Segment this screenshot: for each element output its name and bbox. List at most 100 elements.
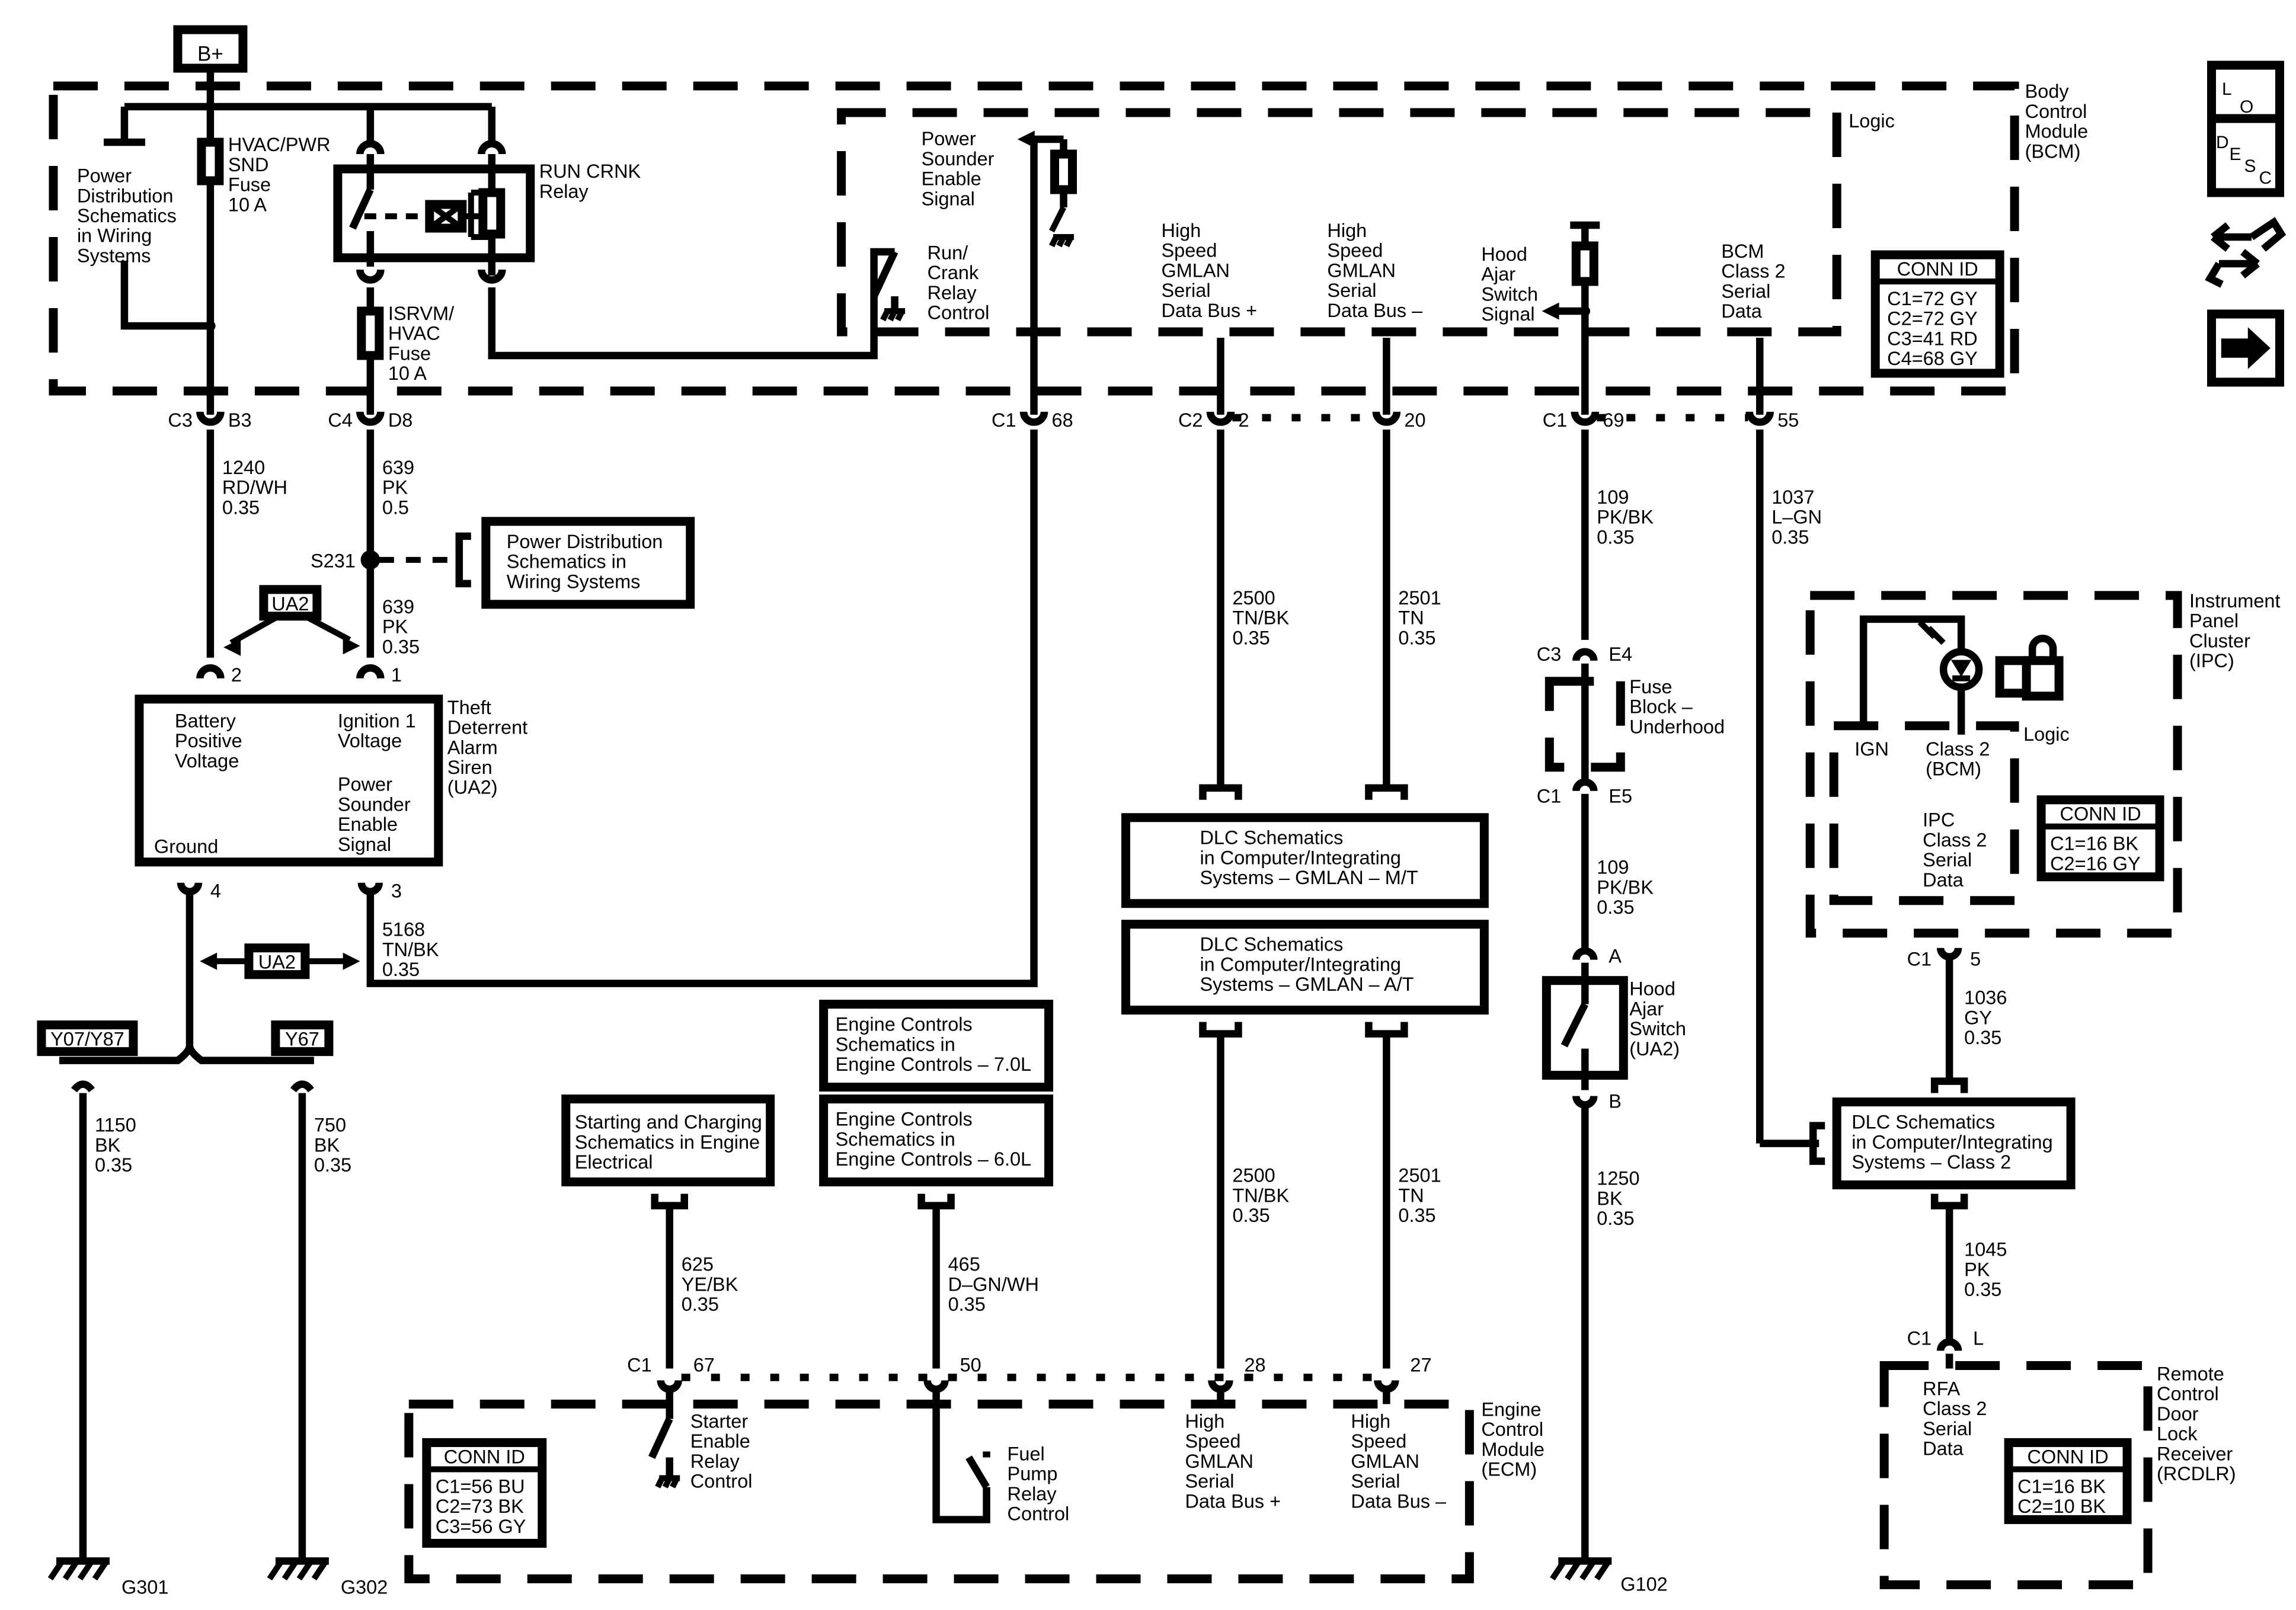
- hood-pin: A: [1609, 946, 1622, 967]
- wire-label: L–GN: [1771, 507, 1822, 528]
- wire-label: 1150: [95, 1115, 136, 1136]
- connector-bracket-icon: [651, 1193, 688, 1209]
- ref-bracket-icon: [455, 532, 471, 588]
- connector-pin: E5: [1609, 786, 1632, 807]
- connector-pin: 50: [960, 1355, 981, 1376]
- swap-icon: [2205, 217, 2287, 288]
- ecm-title: (ECM): [1481, 1459, 1537, 1480]
- connector-bracket-icon: [917, 1193, 955, 1209]
- bcm-gmlan-minus-label: Data Bus –: [1327, 300, 1423, 321]
- isrvm-fuse-label: Fuse: [388, 343, 431, 364]
- relay-switch-icon: [349, 188, 374, 230]
- dlc-mt-label: in Computer/Integrating: [1200, 847, 1400, 868]
- power-dist-label: Systems: [77, 245, 151, 266]
- ecm-fuel-pump-label: Pump: [1008, 1463, 1058, 1484]
- wire-label: 0.35: [1398, 1205, 1435, 1226]
- desc-letter: S: [2244, 156, 2256, 176]
- wire-break-icon: [290, 1080, 314, 1093]
- desc-letter: C: [2259, 168, 2272, 188]
- wire-segment: [229, 613, 280, 646]
- wire-path: [488, 248, 895, 360]
- power-dist-ref-box: [481, 517, 695, 609]
- ua2-label: UA2: [271, 593, 309, 614]
- wire-label: 0.35: [948, 1294, 986, 1315]
- wire-label: 1037: [1771, 486, 1814, 508]
- ipc-conn-id-title: CONN ID: [2060, 804, 2141, 825]
- ecm-title: Control: [1481, 1419, 1543, 1440]
- engine-70-ref-label: Engine Controls: [836, 1014, 973, 1035]
- wire-label: 0.35: [1398, 627, 1435, 648]
- wire-path: [366, 429, 1038, 987]
- relay-diode-icon: [478, 188, 506, 239]
- bcm-class2-label: Class 2: [1721, 261, 1785, 282]
- bcm-module: LogicBodyControlModule(BCM)PowerDistribu…: [49, 81, 2088, 415]
- connector-pin-icon: [1206, 411, 1235, 426]
- bcm-gmlan-plus-label: Speed: [1161, 240, 1217, 261]
- wire-path: [1859, 615, 1965, 726]
- led-icon: [1950, 660, 1972, 677]
- bcm-gmlan-plus-label: Data Bus +: [1161, 300, 1257, 321]
- bcm-conn-id-row: C3=41 RD: [1887, 328, 1978, 349]
- relay-pin-icon: [478, 269, 506, 284]
- ipc-class2-data-label: Data: [1923, 869, 1964, 891]
- connector-id: C4: [328, 409, 353, 431]
- wire-path: [932, 1389, 990, 1523]
- connector-pin: 67: [693, 1355, 715, 1376]
- connector-pin-icon: [196, 411, 225, 426]
- starting-ref-label: Schematics in Engine: [575, 1131, 760, 1153]
- connector-id: C1: [992, 409, 1016, 431]
- wire-label: 0.35: [1964, 1027, 2001, 1048]
- wire-label: 2501: [1398, 587, 1441, 609]
- ipc-conn-id-row: C1=16 BK: [2050, 833, 2138, 854]
- bcm-title: Body: [2025, 81, 2070, 102]
- fuse-block-label: Block –: [1629, 696, 1693, 718]
- siren-battery-label: Battery: [175, 710, 236, 731]
- ecm-gmlan-plus-label: High: [1185, 1410, 1224, 1432]
- run-crank-relay-control-label: Control: [928, 302, 990, 324]
- ipc-class2-data-label: Class 2: [1923, 829, 1987, 850]
- siren-sounder-label: Signal: [338, 834, 391, 855]
- power-dist-ref-label: Wiring Systems: [507, 571, 641, 592]
- ecm-conn-id-box: [422, 1438, 547, 1548]
- ground-label: G302: [341, 1576, 388, 1598]
- ipc-ign-label: IGN: [1854, 738, 1889, 760]
- pullup-resistor-icon: [1571, 241, 1598, 286]
- relay-pin-icon: [356, 269, 385, 284]
- next-arrow-glyph: [2221, 327, 2271, 369]
- ground-g102-icon: [1550, 1557, 1612, 1581]
- rcdlr-conn-id-box: [2004, 1438, 2132, 1524]
- logic-ground-icon: [880, 308, 906, 322]
- connector-bracket-icon: [1365, 1022, 1408, 1038]
- connector-bracket-icon: [1930, 1193, 1968, 1209]
- dlc-class2-label: DLC Schematics: [1851, 1112, 1995, 1133]
- ground-label: G102: [1620, 1573, 1667, 1595]
- security-lock-icon: [1995, 635, 2064, 701]
- swap-glyph: [2205, 217, 2287, 288]
- siren-title: Alarm: [447, 737, 498, 758]
- connector-pin-icon: [196, 664, 225, 679]
- desc-icon: [2207, 114, 2285, 197]
- switch-icon: [870, 250, 898, 298]
- isrvm-fuse-label: HVAC: [388, 323, 440, 344]
- ecm-gmlan-minus-label: Data Bus –: [1351, 1490, 1447, 1512]
- terminal-icon: [357, 882, 383, 895]
- ecm-fuel-pump-label: Fuel: [1008, 1443, 1045, 1464]
- dlc-gmlan-at-box: [1121, 920, 1489, 1015]
- connector-pin: B3: [228, 409, 252, 431]
- isrvm-fuse-label: 10 A: [388, 363, 427, 384]
- power-sounder-label: Power: [922, 128, 976, 149]
- option-split: [59, 1045, 314, 1064]
- dlc-class2-box: [1832, 1097, 2076, 1190]
- ecm-fuel-pump-label: Control: [1008, 1503, 1070, 1525]
- ecm-gmlan-plus-label: GMLAN: [1185, 1451, 1253, 1472]
- engine-60-ref-label: Engine Controls: [836, 1109, 973, 1130]
- connector-bracket-icon: [1199, 1022, 1242, 1038]
- connector-pin: 28: [1244, 1355, 1265, 1376]
- wire-break-icon: [71, 1080, 95, 1093]
- ecm-title: Engine: [1481, 1398, 1541, 1420]
- wire-label: TN/BK: [382, 939, 439, 960]
- ipc-logic-label: Logic: [2023, 724, 2070, 745]
- wire-label: YE/BK: [682, 1273, 738, 1295]
